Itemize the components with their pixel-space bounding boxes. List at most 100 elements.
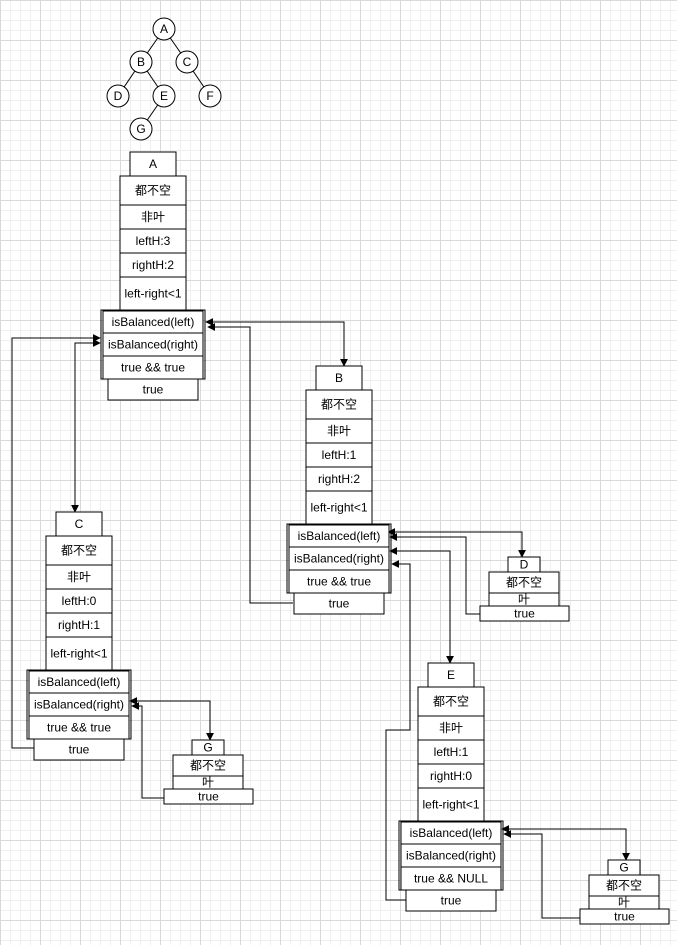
return-value-box — [579, 908, 670, 925]
tree-edge-b-d — [123, 70, 136, 88]
frame-title: B — [335, 371, 343, 385]
cond-not-leaf-box — [305, 418, 373, 444]
arrow-b-right-to-e — [389, 547, 454, 664]
return-value: true — [441, 894, 462, 908]
cond-not-leaf: 非叶 — [439, 721, 463, 735]
frame-c: C都不空非叶leftH:0rightH:1left-right<1isBalan… — [26, 511, 132, 761]
tree-node-circle — [106, 84, 130, 108]
cond-both-nonempty: 都不空 — [506, 576, 542, 590]
call-is-balanced-right: isBalanced(right) — [294, 552, 384, 566]
arrow-e-return-to-b — [385, 560, 411, 901]
arrow-b-left-to-d — [387, 528, 526, 558]
right-height-box — [305, 466, 373, 492]
tree-edge-c-f — [192, 70, 205, 88]
cond-both-nonempty: 都不空 — [135, 184, 171, 198]
arrow-c-right-to-g1 — [129, 697, 214, 741]
tree-node-c: C — [175, 50, 199, 74]
tree-edge-a-c — [169, 37, 182, 54]
right-height: rightH:1 — [58, 618, 100, 632]
height-diff: left-right<1 — [124, 287, 181, 301]
cond-both-nonempty: 都不空 — [433, 695, 469, 709]
return-value: true — [69, 743, 90, 757]
cond-is-leaf: 叶 — [518, 593, 530, 607]
return-value: true — [329, 597, 350, 611]
tree-node-circle — [152, 84, 176, 108]
call-is-balanced-right: isBalanced(right) — [34, 698, 124, 712]
tree-node-circle — [175, 50, 199, 74]
return-value: true — [198, 790, 219, 804]
return-value-box — [33, 738, 125, 761]
height-diff-box — [119, 276, 187, 311]
height-diff: left-right<1 — [310, 501, 367, 515]
return-value-box — [405, 889, 497, 912]
arrow-a-right-to-c — [71, 339, 101, 513]
cond-both-nonempty-box — [119, 175, 187, 206]
return-value: true — [614, 910, 635, 924]
frame-e: E都不空非叶leftH:1rightH:0left-right<1isBalan… — [398, 662, 504, 912]
tree-edge-e-g — [146, 104, 159, 121]
cond-both-nonempty-box — [305, 389, 373, 420]
cond-not-leaf: 非叶 — [141, 210, 165, 224]
right-height-box — [417, 763, 485, 789]
cond-is-leaf: 叶 — [202, 776, 214, 790]
cond-both-nonempty: 都不空 — [61, 544, 97, 558]
tree-node-b: B — [129, 50, 153, 74]
cond-both-nonempty: 都不空 — [190, 759, 226, 773]
return-value: true — [514, 607, 535, 621]
combine-result: true && true — [47, 721, 111, 735]
cond-not-leaf: 非叶 — [67, 570, 91, 584]
frame-title-box — [315, 365, 363, 391]
right-height-box — [45, 612, 113, 638]
left-height-box — [45, 588, 113, 614]
combine-result: true && true — [121, 361, 185, 375]
return-value-box — [163, 788, 254, 805]
tree-node-e: E — [152, 84, 176, 108]
frame-title: G — [203, 741, 212, 755]
combine-result: true && true — [307, 575, 371, 589]
cond-not-leaf: 非叶 — [327, 424, 351, 438]
height-diff: left-right<1 — [422, 798, 479, 812]
tree-node-circle — [152, 17, 176, 41]
right-height-box — [119, 252, 187, 278]
arrow-g2-return-to-e — [503, 830, 580, 919]
frame-title-box — [129, 151, 177, 177]
height-diff-box — [305, 490, 373, 525]
right-height: rightH:2 — [132, 258, 174, 272]
return-value: true — [143, 383, 164, 397]
tree-node-d: D — [106, 84, 130, 108]
height-diff-box — [417, 787, 485, 822]
frame-b: B都不空非叶leftH:1rightH:2left-right<1isBalan… — [286, 365, 392, 615]
arrow-c-return-to-a — [11, 334, 101, 749]
cond-is-leaf: 叶 — [618, 896, 630, 910]
tree-node-label: D — [114, 89, 123, 103]
return-value-box — [479, 605, 570, 622]
left-height-box — [305, 442, 373, 468]
call-is-balanced-right: isBalanced(right) — [406, 849, 496, 863]
tree-node-circle — [198, 84, 222, 108]
frame-title: D — [520, 558, 529, 572]
combine-result: true && NULL — [414, 872, 488, 886]
frame-title: A — [149, 157, 157, 171]
right-height: rightH:0 — [430, 769, 472, 783]
tree-node-g: G — [129, 117, 153, 141]
cond-both-nonempty: 都不空 — [606, 879, 642, 893]
cond-not-leaf-box — [417, 715, 485, 741]
tree-edge-b-e — [146, 70, 159, 88]
frame-title-box — [427, 662, 475, 688]
arrow-g1-return-to-c — [131, 702, 164, 799]
cond-both-nonempty-box — [45, 535, 113, 566]
tree-edge-a-b — [146, 37, 159, 54]
tree-node-label: E — [160, 89, 168, 103]
arrow-e-left-to-g2 — [501, 825, 630, 861]
arrow-a-left-to-b — [205, 318, 348, 367]
return-value-box — [293, 592, 385, 615]
left-height: leftH:0 — [62, 594, 97, 608]
frame-a: A都不空非叶leftH:3rightH:2left-right<1isBalan… — [100, 151, 206, 401]
frame-title: C — [75, 517, 84, 531]
arrow-d-return-to-b — [389, 533, 480, 615]
call-is-balanced-left: isBalanced(left) — [38, 675, 121, 689]
